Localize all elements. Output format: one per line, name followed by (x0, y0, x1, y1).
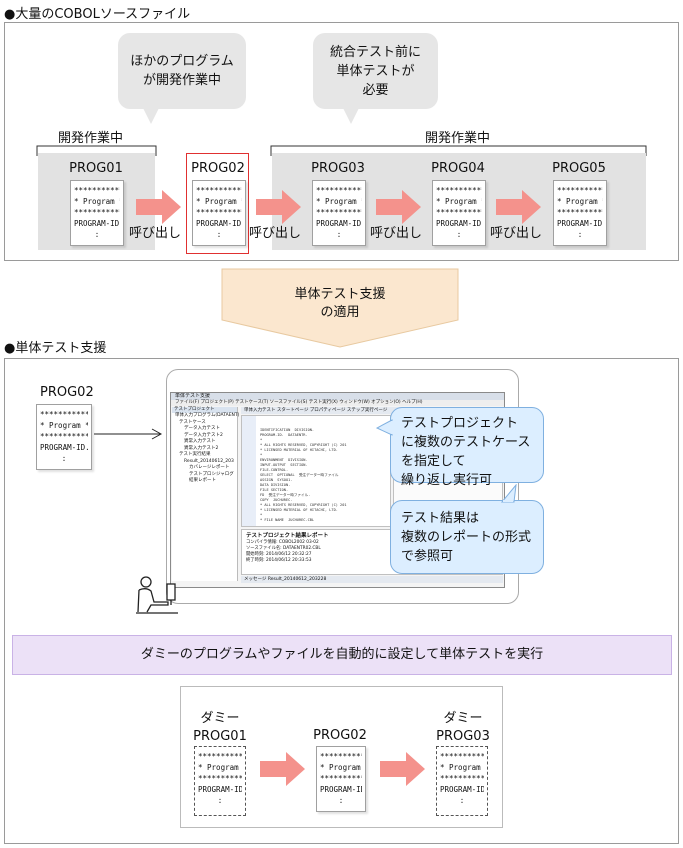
callout1-line3: を指定して (401, 454, 466, 469)
call-arrow-3 (376, 190, 421, 224)
transition-arrow (221, 268, 459, 348)
dummy-right-line1: ダミー (443, 711, 483, 726)
bubble-right-line2: 単体テストが (336, 63, 415, 79)
dev-label-left: 開発作業中 (58, 131, 124, 146)
tree-item[interactable]: テスト実行結果 (179, 452, 211, 457)
call-arrow-2 (256, 190, 301, 224)
dummy-prog03-label: ダミー PROG03 (423, 710, 503, 746)
prog-label-05: PROG05 (552, 161, 606, 176)
transition-line2: の適用 (320, 305, 360, 320)
bubble-integration-test: 統合テスト前に単体テストが必要 (313, 33, 438, 109)
tree-item[interactable]: カバレージレポート (189, 465, 230, 470)
prog-label-04: PROG04 (431, 161, 485, 176)
dummy-left-line1: ダミー (200, 711, 240, 726)
section2-heading: ●単体テスト支援 (4, 341, 107, 356)
app-menu-bar: ファイル(F) プロジェクト(P) テストケース(T) ソースファイル(S) テ… (171, 400, 504, 406)
bubble-left-tail (142, 106, 160, 124)
app-window: 単体テスト支援 ファイル(F) プロジェクト(P) テストケース(T) ソースフ… (170, 392, 505, 588)
call-arrow-1 (136, 190, 181, 224)
callout1-line2: に複数のテストケース (401, 435, 531, 450)
prog02-doc: ************* Program *************PROGR… (36, 404, 92, 470)
section1-frame (4, 22, 679, 261)
bubble-right-line1: 統合テスト前に (329, 44, 421, 60)
bubble-left-line1: ほかのプログラム (130, 54, 234, 69)
line-number-gutter (242, 416, 256, 526)
dummy-right-line2: PROG03 (436, 729, 490, 744)
prog-label-02: PROG02 (191, 161, 245, 176)
source-doc-02: ************* Program *************PROGR… (192, 180, 246, 246)
prog02-label: PROG02 (40, 385, 94, 400)
bracket-left (36, 145, 157, 156)
transition-text: 単体テスト支援 の適用 (221, 286, 459, 322)
tree-item[interactable]: テストプロシジャログ (189, 471, 234, 477)
tree-item[interactable]: データ入力テスト2 (184, 432, 223, 438)
call-label-3: 呼び出し (370, 226, 423, 241)
report-title: テストプロジェクト結果レポート (246, 533, 329, 539)
callout2-line2: 複数のレポートの形式 (401, 530, 532, 545)
load-arrow (94, 428, 163, 440)
report-row: 終了時刻: 2014/06/12 20:33:53 (246, 558, 312, 563)
app-title-bar: 単体テスト支援 (171, 393, 504, 400)
tree-item[interactable]: データ入力テスト (184, 426, 220, 431)
editor-tabs[interactable]: 単体入力テスト スタートページ プロパティページ ステップ実行ページ (241, 407, 503, 414)
callout2-line1: テスト結果は (401, 511, 480, 526)
bubble-right-line3: 必要 (362, 82, 389, 98)
source-doc-01: ************* Program *************PROGR… (70, 180, 124, 246)
code-editor[interactable]: IDENTIFICATION DIVISION.PROGRAM-ID. DATA… (241, 415, 391, 527)
tree-title: テストプロジェクト (172, 407, 237, 413)
callout2-tail (500, 484, 517, 503)
call-label-4: 呼び出し (490, 226, 543, 241)
transition-line1: 単体テスト支援 (294, 287, 386, 302)
bubble-left-line2: が開発作業中 (142, 73, 221, 88)
bubble-right-tail (342, 106, 360, 124)
report-row: 開始時刻: 2014/06/12 20:32:27 (246, 552, 312, 557)
callout-test-results: テスト結果は 複数のレポートの形式 で参照可 (390, 500, 544, 574)
bracket-right (270, 145, 647, 156)
bottom-arrow-2 (380, 752, 425, 786)
user-at-computer-icon (136, 576, 178, 614)
prog-label-01: PROG01 (69, 161, 123, 176)
auto-setup-banner: ダミーのプログラムやファイルを自動的に設定して単体テストを実行 (12, 635, 672, 675)
dummy-left-line2: PROG01 (193, 729, 247, 744)
prog-label-03: PROG03 (311, 161, 365, 176)
tree-item[interactable]: Result_20140612_203 (184, 458, 234, 464)
callout2-line3: で参照可 (401, 549, 454, 564)
dummy-program-panel (180, 686, 503, 828)
bottom-prog02-label: PROG02 (313, 728, 367, 743)
tree-item[interactable]: 異常入力テスト (184, 439, 216, 444)
source-doc-03: ************* Program *************PROGR… (312, 180, 366, 246)
callout1-tail (376, 419, 393, 436)
report-row: コンパイラ情報: COBOL2002 03-02 (246, 540, 319, 545)
bottom-tabs[interactable]: メッセージ Result_20140612_203228 (241, 576, 503, 583)
dummy-prog03-doc: ************* Program *************PROGR… (436, 746, 488, 816)
tree-item[interactable]: 結果レポート (189, 478, 216, 483)
section2-frame (4, 358, 679, 844)
callout-test-project: テストプロジェクト に複数のテストケース を指定して 繰り返し実行可 (390, 407, 544, 488)
tree-pane: テストプロジェクト 単体入力プログラム(DATAENT) テストケース データ入… (172, 407, 240, 581)
report-row: ソースファイル名: DATAENTR02.CBL (246, 546, 321, 551)
source-doc-05: ************* Program *************PROGR… (553, 180, 607, 246)
source-doc-04: ************* Program *************PROGR… (432, 180, 486, 246)
bubble-other-program: ほかのプログラムが開発作業中 (118, 33, 246, 109)
bottom-arrow-1 (260, 752, 305, 786)
call-arrow-4 (496, 190, 541, 224)
bottom-prog02-doc: ************* Program *************PROGR… (316, 746, 366, 812)
callout1-line1: テストプロジェクト (401, 416, 519, 431)
call-label-2: 呼び出し (249, 226, 302, 241)
call-label-1: 呼び出し (129, 226, 182, 241)
section1-heading: ●大量のCOBOLソースファイル (4, 7, 191, 22)
dummy-prog01-label: ダミー PROG01 (180, 710, 260, 746)
tree-item[interactable]: 異常入力テスト2 (184, 445, 219, 451)
tree-item[interactable]: 単体入力プログラム(DATAENT) (175, 413, 240, 418)
code-lines: IDENTIFICATION DIVISION.PROGRAM-ID. DATA… (260, 428, 347, 522)
tree-item[interactable]: テストケース (179, 419, 206, 425)
dummy-prog01-doc: ************* Program *************PROGR… (194, 746, 246, 816)
dev-label-right: 開発作業中 (425, 131, 491, 146)
callout1-line4: 繰り返し実行可 (401, 473, 493, 488)
